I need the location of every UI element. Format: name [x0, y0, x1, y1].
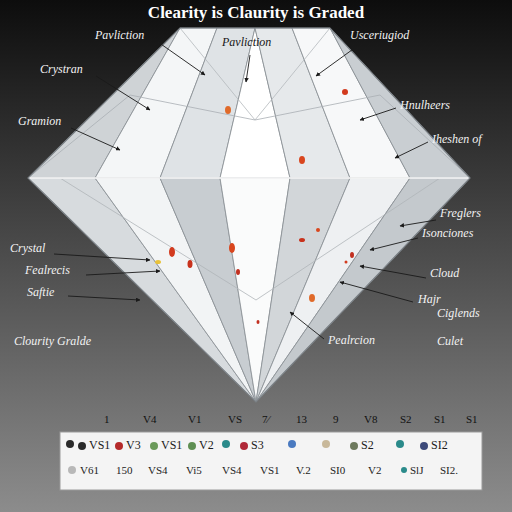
- legend-item: V3: [115, 438, 141, 453]
- legend-swatch: [115, 442, 123, 450]
- grade-code: VS1: [260, 464, 280, 476]
- title: Clearity is Claurity is Graded: [0, 3, 512, 23]
- legend-swatch: [150, 442, 158, 450]
- grade-code: V2: [368, 464, 381, 476]
- part-label: Pealrcion: [328, 333, 375, 348]
- diamond-crown: [28, 28, 470, 178]
- scale-mark: V4: [143, 413, 156, 425]
- grade-code: VS4: [222, 464, 242, 476]
- legend-swatch: [188, 442, 196, 450]
- part-label: Culet: [437, 334, 463, 349]
- legend-item: VS1: [78, 438, 110, 453]
- leader-lines: [54, 42, 436, 339]
- legend-text: SI2: [431, 438, 448, 453]
- inclusion-marks: [155, 89, 354, 324]
- legend-text: VS1: [161, 438, 182, 453]
- legend-text: S2: [361, 438, 374, 453]
- part-label: Gramion: [18, 114, 61, 129]
- scale-mark: V8: [364, 413, 377, 425]
- part-label: Clourity Gralde: [14, 334, 91, 349]
- legend-swatch: [240, 442, 248, 450]
- scale-mark: S1: [466, 413, 478, 425]
- grade-code: SI0: [330, 464, 345, 476]
- legend-text: S3: [251, 438, 264, 453]
- legend-text: V3: [126, 438, 141, 453]
- part-label: Hnulheers: [400, 98, 450, 113]
- grade-code: VS4: [148, 464, 168, 476]
- scale-mark: V1: [188, 413, 201, 425]
- grade-code: SI2.: [440, 464, 458, 476]
- scale-mark: 1: [104, 413, 110, 425]
- legend-panel: [60, 432, 482, 490]
- part-label: Pavliction: [222, 35, 271, 50]
- legend-swatch: [350, 442, 358, 450]
- legend-text: V2: [199, 438, 214, 453]
- legend-item: V2: [188, 438, 214, 453]
- legend-item: VS1: [150, 438, 182, 453]
- legend-swatch: [420, 442, 428, 450]
- part-label: Iheshen of: [432, 132, 482, 147]
- scale-mark: S1: [434, 413, 446, 425]
- legend-item: SI2: [420, 438, 448, 453]
- part-label: Crystran: [40, 62, 83, 77]
- grade-code: Vi5: [186, 464, 202, 476]
- legend-swatch: [78, 442, 86, 450]
- part-label: Saftie: [27, 285, 54, 300]
- legend-item: S2: [350, 438, 374, 453]
- scale-mark: VS: [228, 413, 242, 425]
- diamond-pavilion: [28, 28, 470, 402]
- part-label: Pavliction: [95, 28, 144, 43]
- part-label: Cloud: [430, 266, 459, 281]
- grade-code: V61: [80, 464, 99, 476]
- legend-item: S3: [240, 438, 264, 453]
- legend-text: VS1: [89, 438, 110, 453]
- scale-mark: 9: [333, 413, 339, 425]
- part-label: Fealrecis: [25, 263, 70, 278]
- part-label: Hajr: [418, 292, 441, 307]
- part-label: Crystal: [10, 241, 45, 256]
- scale-mark: 13: [296, 413, 307, 425]
- part-label: Isonciones: [422, 226, 473, 241]
- part-label: Ciglends: [437, 306, 480, 321]
- part-label: Usceriugiod: [350, 28, 409, 43]
- scale-mark: 7⁄: [262, 413, 269, 425]
- part-label: Freglers: [440, 206, 481, 221]
- grade-code: 150: [116, 464, 133, 476]
- grade-code: SlJ: [410, 464, 423, 476]
- scale-mark: S2: [400, 413, 412, 425]
- grade-code: V.2: [296, 464, 311, 476]
